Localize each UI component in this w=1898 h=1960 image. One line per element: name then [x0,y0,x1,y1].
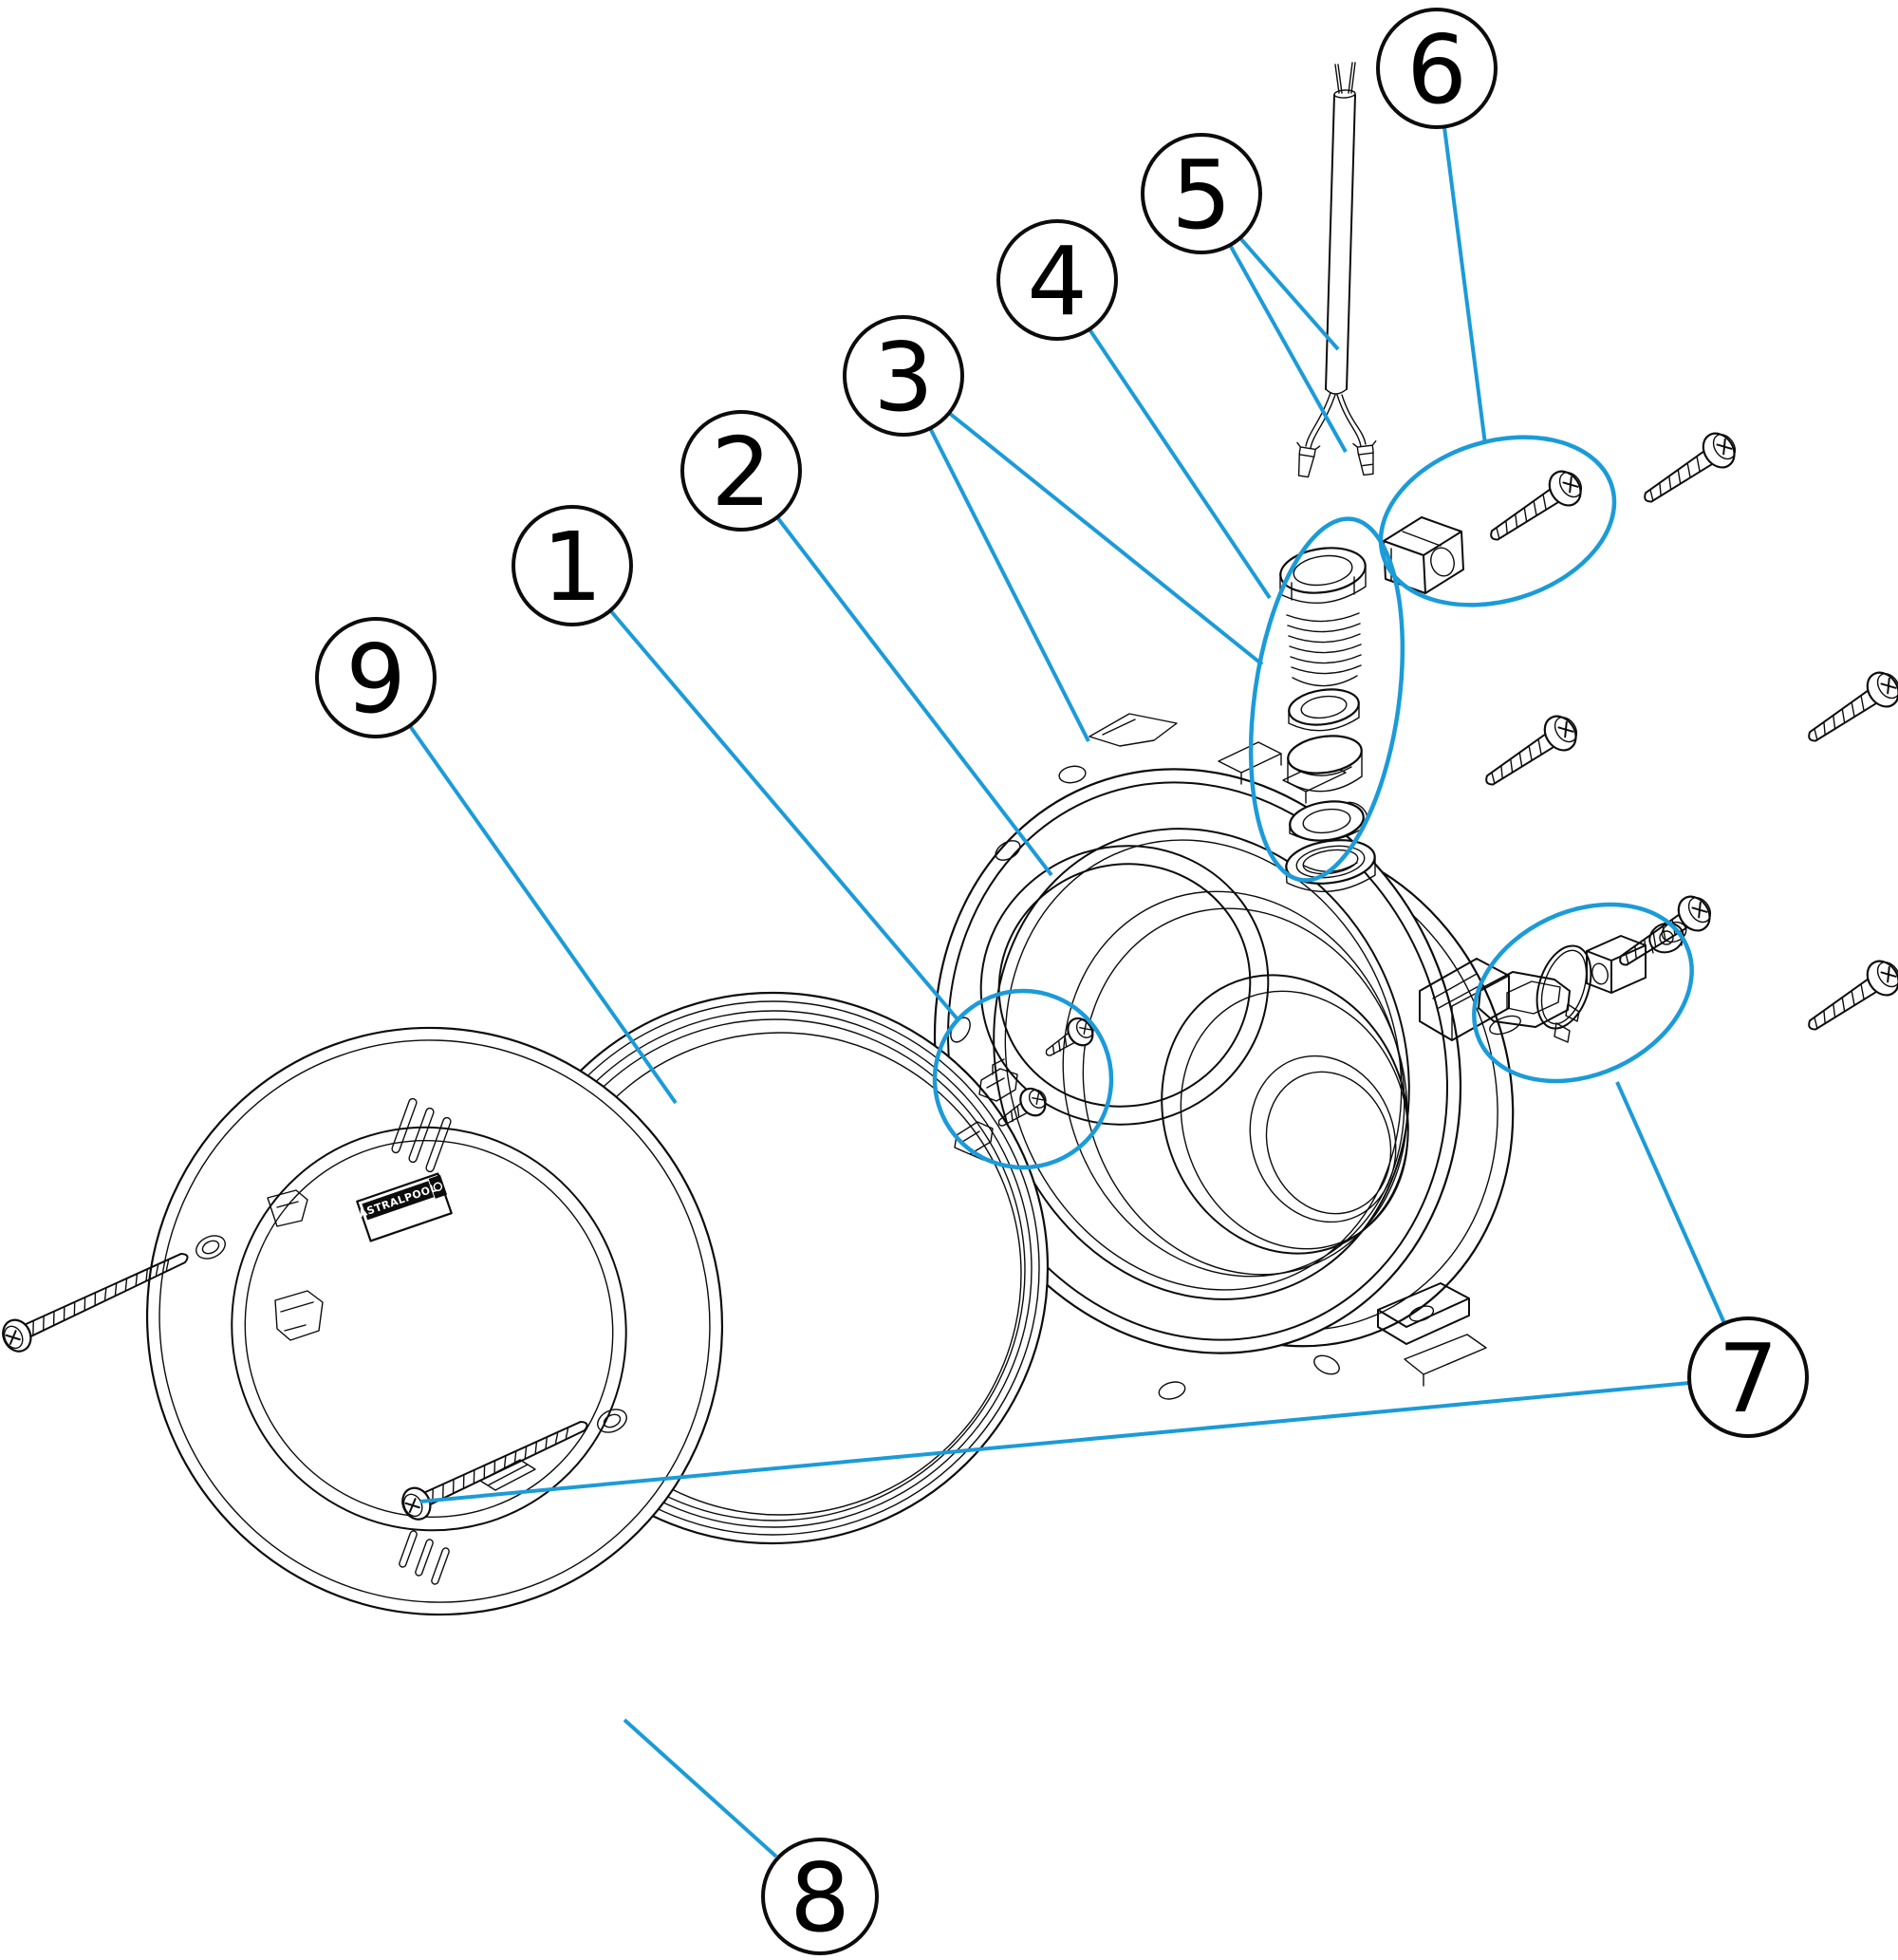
callout-circle-8 [761,1838,879,1955]
leader-line-4 [1088,327,1272,600]
gasket-ring-drawing [979,845,1270,1126]
callout-number-8: 8 [790,1842,850,1953]
leader-line-7 [1615,1081,1726,1324]
leader-lines [408,126,1726,1858]
callout-number-1: 1 [542,512,603,623]
terminal-screws-group [954,1011,1101,1161]
cable-clamp-highlight [1378,435,1617,607]
leader-line-6 [1442,126,1487,445]
callout-circle-5 [1141,133,1262,254]
callout-number-3: 3 [873,322,934,433]
leader-line-2 [775,515,1053,877]
power-cable-drawing [1296,62,1377,478]
callout-4: 4 [996,219,1118,341]
leader-line-5 [1228,244,1348,453]
callout-number-2: 2 [711,417,772,528]
leader-line-8 [623,1718,778,1858]
callout-circle-1 [512,505,633,626]
callout-number-5: 5 [1171,140,1232,251]
callout-circle-4 [996,219,1118,341]
leader-line-7 [419,1381,1690,1503]
callout-circle-7 [1687,1316,1809,1438]
screw-retainer-clip [479,1459,536,1491]
callout-6: 6 [1376,8,1498,129]
cable-gland-stack [1279,547,1367,842]
brand-label: ASTRALPOOL [356,1172,453,1242]
callout-3: 3 [843,315,964,437]
callout-7: 7 [1687,1316,1809,1438]
terminal-screws-highlight [932,988,1114,1170]
callout-number-7: 7 [1718,1323,1778,1434]
callout-number-4: 4 [1027,226,1088,337]
callout-2: 2 [680,410,802,532]
clip-nut-highlight [1472,902,1694,1084]
leader-line-9 [408,724,678,1105]
leader-line-5 [1238,236,1340,351]
leader-line-1 [608,608,960,1022]
bezel-ring-drawing: ASTRALPOOL [145,1026,724,1616]
highlight-rings [932,435,1694,1170]
callout-circle-2 [680,410,802,532]
callout-8: 8 [761,1838,879,1955]
earth-clip-group [1478,921,1687,1043]
bezel-vent-slots [391,1097,452,1173]
gland-parts-highlight [1248,516,1405,883]
callout-number-6: 6 [1406,14,1467,125]
callout-5: 5 [1141,133,1262,254]
callout-circle-3 [843,315,964,437]
leader-line-3 [947,411,1264,666]
callout-1: 1 [512,505,633,626]
leader-line-3 [928,427,1090,742]
callout-9: 9 [315,617,437,738]
callout-circle-9 [315,617,437,738]
niche-housing-drawing [933,713,1515,1400]
callout-circle-6 [1376,8,1498,129]
cable-clamp-group [1383,463,1590,594]
callout-number-9: 9 [345,624,406,735]
cable-boss [1285,839,1376,892]
